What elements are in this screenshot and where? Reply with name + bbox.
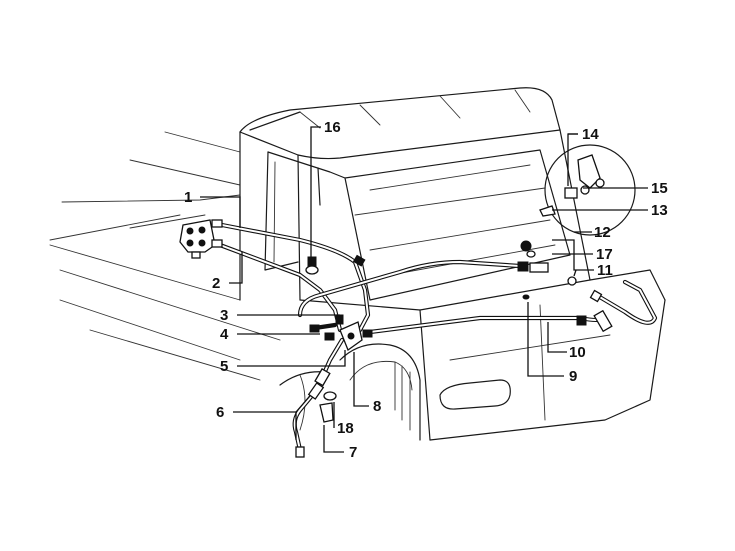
callout-12: 12 [594, 224, 611, 241]
callout-8: 8 [373, 398, 381, 415]
callout-4: 4 [220, 326, 229, 343]
brake-valve [179, 219, 223, 259]
pipe-fittings [307, 254, 613, 341]
washer [323, 391, 337, 401]
hose-fitting [314, 368, 331, 387]
callout-1: 1 [184, 189, 192, 206]
junction-block [339, 321, 363, 352]
leader-lines [200, 126, 602, 453]
detail-inset [539, 144, 636, 236]
flex-hose [292, 382, 325, 458]
callout-13: 13 [651, 202, 668, 219]
banjo-bolt [319, 402, 334, 423]
callout-18: 18 [337, 420, 354, 437]
callout-15: 15 [651, 180, 668, 197]
callout-11: 11 [597, 262, 613, 279]
callout-9: 9 [569, 368, 577, 385]
callout-2: 2 [212, 275, 220, 292]
callout-16: 16 [324, 119, 341, 136]
components [179, 144, 636, 458]
callout-7: 7 [349, 444, 357, 461]
clip [522, 294, 530, 300]
callout-14: 14 [582, 126, 599, 143]
nut [520, 240, 532, 252]
washer-small [526, 250, 536, 258]
pipe-clip [305, 265, 319, 275]
callout-6: 6 [216, 404, 224, 421]
brake-pipes [217, 222, 658, 381]
callout-17: 17 [596, 246, 613, 263]
callout-labels: 1 2 3 4 5 6 7 8 9 10 11 12 13 14 15 16 1… [184, 119, 668, 461]
callout-3: 3 [220, 307, 228, 324]
callout-10: 10 [569, 344, 586, 361]
callout-5: 5 [220, 358, 228, 375]
vehicle-outline [49, 87, 666, 441]
